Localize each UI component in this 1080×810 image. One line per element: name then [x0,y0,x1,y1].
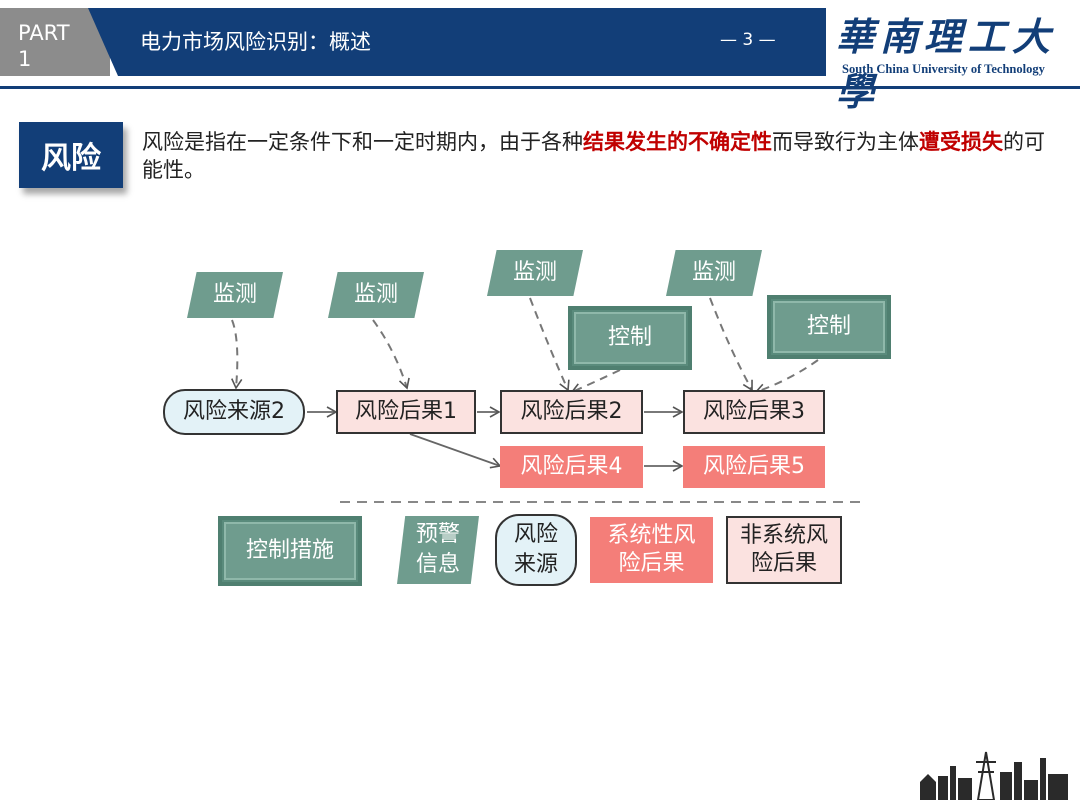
part-badge [0,8,110,76]
monitor-node-2: 监测 [328,272,424,318]
monitor-2-arrow [372,319,410,390]
legend-source-line-1: 风险 [513,522,558,547]
header-divider [0,86,1080,89]
definition-text-3: 的可能性。 [142,130,1045,182]
logo-english: South China University of Technology [842,62,1045,76]
logo-chinese: 華南理工大學 [836,14,1057,114]
page-number: — 3 — [720,30,776,50]
control-node-1: 控制 [568,306,692,370]
consequence-node-1: 风险后果1 [336,390,476,434]
monitor-1-arrow [231,319,243,390]
systemic-consequence-node-5: 风险后果5 [683,446,825,488]
definition-text-2: 而导致行为主体 [772,130,919,154]
legend-source: 风险 来源 [495,514,577,586]
legend-nonsystemic: 非系统风 险后果 [726,516,842,584]
part-label: PART 1 [18,20,70,72]
risk-source-node: 风险来源2 [163,389,305,435]
risk-definition: 风险是指在一定条件下和一定时期内，由于各种结果发生的不确定性而导致行为主体遭受损… [142,128,1062,184]
monitor-node-3: 监测 [487,250,583,296]
part-word: PART [18,21,70,45]
legend-warning-line-1: 预警 [415,522,460,547]
monitor-node-1: 监测 [187,272,283,318]
consequence-node-2: 风险后果2 [500,390,643,434]
title-band [88,8,826,76]
control-node-2: 控制 [767,295,891,359]
header: PART 1 电力市场风险识别：概述 — 3 — 華南理工大學 South Ch… [0,0,1080,114]
legend-source-line-2: 来源 [513,552,558,577]
legend-systemic: 系统性风 险后果 [590,517,713,583]
risk-badge: 风险 [19,122,123,188]
legend-control: 控制措施 [218,516,362,586]
legend-systemic-line-2: 险后果 [618,551,685,576]
arrow-c1-to-c4 [409,433,502,469]
cityscape-icon [920,751,1068,800]
monitor-node-4: 监测 [666,250,762,296]
legend-nonsystemic-line-2: 险后果 [750,551,817,576]
monitor-3-arrow [529,297,570,392]
legend-nonsystemic-line-1: 非系统风 [739,523,828,548]
definition-emphasis-2: 遭受损失 [919,130,1003,154]
legend-warning-line-2: 信息 [415,552,460,577]
definition-text-1: 风险是指在一定条件下和一定时期内，由于各种 [142,130,583,154]
legend-warning: 预警 信息 [397,516,479,584]
control-1-arrow [570,369,621,394]
control-2-arrow [754,359,819,395]
monitor-4-arrow [709,297,753,392]
part-number: 1 [18,47,32,71]
slide-title: 电力市场风险识别：概述 [140,30,371,54]
systemic-consequence-node-4: 风险后果4 [500,446,643,488]
consequence-node-3: 风险后果3 [683,390,825,434]
university-logo: 華南理工大學 South China University of Technol… [826,4,1080,114]
definition-emphasis-1: 结果发生的不确定性 [583,130,772,154]
legend-systemic-line-1: 系统性风 [607,523,696,548]
